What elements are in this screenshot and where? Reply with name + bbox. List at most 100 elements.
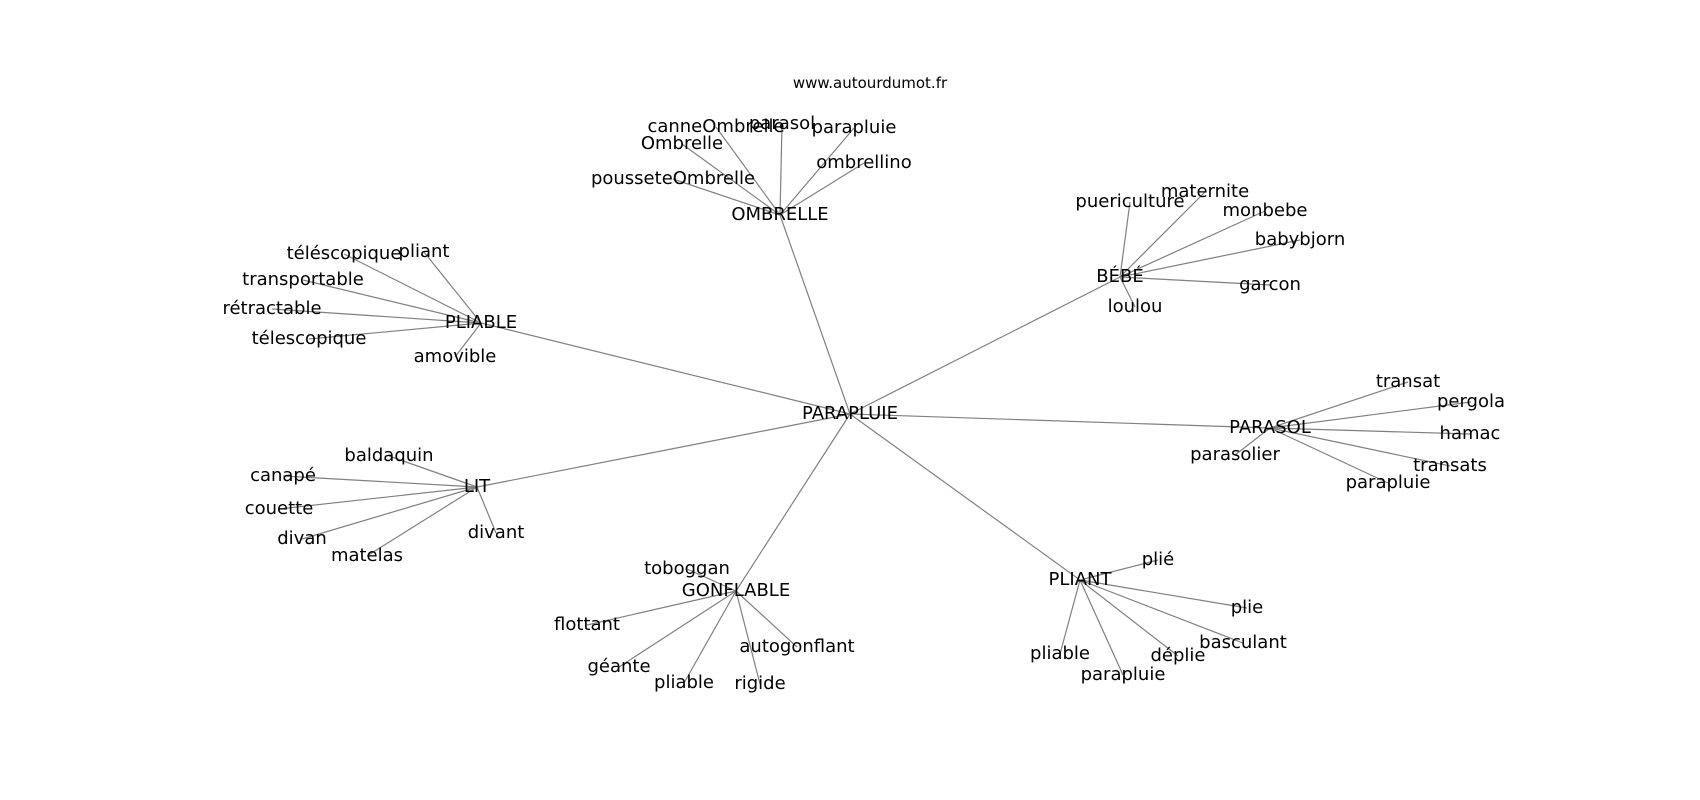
hub-node-label: BÉBÉ: [1096, 265, 1143, 287]
edge-hub-to-leaf: [779, 127, 855, 216]
leaf-node-label: géante: [587, 656, 650, 677]
leaf-node-label: divan: [277, 528, 327, 549]
edge-center-to-hub: [476, 413, 851, 488]
leaf-node-label: pliable: [1030, 643, 1090, 664]
graph-labels: PARAPLUIEOMBRELLEcanneOmbrelleparasolpar…: [222, 113, 1505, 694]
edge-hub-to-leaf: [586, 590, 737, 626]
leaf-node-label: parasol: [749, 113, 815, 134]
edge-hub-to-leaf: [1269, 401, 1472, 429]
edge-hub-to-leaf: [779, 123, 783, 216]
leaf-node-label: transats: [1413, 455, 1487, 476]
leaf-node-label: garcon: [1239, 274, 1301, 295]
edge-hub-to-leaf: [1079, 579, 1179, 657]
edge-hub-to-leaf: [1269, 427, 1471, 435]
edge-center-to-hub: [735, 413, 851, 592]
leaf-node-label: parasolier: [1190, 444, 1280, 465]
graph-edges: [271, 123, 1472, 685]
leaf-node-label: parapluie: [812, 117, 897, 138]
center-node-label: PARAPLUIE: [802, 403, 898, 424]
leaf-node-label: basculant: [1199, 632, 1287, 653]
leaf-node-label: babybjorn: [1255, 229, 1345, 250]
hub-node-label: PLIANT: [1049, 569, 1113, 590]
edge-hub-to-leaf: [366, 486, 478, 557]
edge-hub-to-leaf: [1269, 381, 1409, 429]
edge-hub-to-leaf: [278, 486, 478, 510]
hub-node-label: PLIABLE: [445, 312, 517, 333]
edge-hub-to-leaf: [681, 143, 781, 216]
leaf-node-label: divant: [468, 522, 525, 543]
edge-hub-to-leaf: [1119, 276, 1136, 308]
leaf-node-label: toboggan: [644, 558, 730, 579]
leaf-node-label: transat: [1376, 371, 1440, 392]
leaf-node-label: pergola: [1437, 391, 1505, 412]
edge-hub-to-leaf: [1079, 579, 1248, 609]
edge-hub-to-leaf: [672, 178, 781, 216]
edge-center-to-hub: [480, 322, 851, 415]
hub-node-label: OMBRELLE: [731, 204, 828, 225]
edge-hub-to-leaf: [423, 251, 482, 324]
edge-hub-to-leaf: [1269, 427, 1451, 467]
edge-hub-to-leaf: [683, 590, 737, 684]
leaf-node-label: pliant: [399, 241, 450, 262]
edge-hub-to-leaf: [454, 322, 482, 358]
leaf-node-label: amovible: [414, 346, 497, 367]
edge-hub-to-leaf: [388, 455, 478, 488]
edge-hub-to-leaf: [1234, 427, 1271, 456]
edge-hub-to-leaf: [1079, 579, 1124, 676]
leaf-node-label: plié: [1142, 549, 1175, 570]
leaf-node-label: canneOmbrelle: [647, 116, 784, 137]
leaf-node-label: transportable: [242, 269, 364, 290]
leaf-node-label: autogonflant: [739, 636, 854, 657]
leaf-node-label: déplie: [1150, 645, 1205, 666]
hub-node-label: GONFLABLE: [682, 580, 790, 601]
edge-hub-to-leaf: [1119, 239, 1301, 278]
edge-center-to-hub: [849, 276, 1121, 415]
edge-hub-to-leaf: [1119, 210, 1266, 278]
leaf-node-label: rétractable: [222, 298, 321, 319]
leaf-node-label: maternite: [1161, 181, 1249, 202]
leaf-node-label: monbebe: [1223, 200, 1308, 221]
edge-hub-to-leaf: [476, 486, 497, 534]
edge-hub-to-leaf: [308, 322, 482, 340]
source-label: www.autourdumot.fr: [793, 74, 948, 92]
edge-hub-to-leaf: [1119, 276, 1271, 286]
hub-node-label: LIT: [464, 476, 491, 497]
edge-hub-to-leaf: [1059, 579, 1081, 655]
leaf-node-label: hamac: [1440, 423, 1501, 444]
edge-hub-to-leaf: [686, 568, 737, 592]
edge-hub-to-leaf: [715, 126, 781, 216]
leaf-node-label: baldaquin: [344, 445, 433, 466]
edge-center-to-hub: [779, 214, 851, 415]
edge-hub-to-leaf: [618, 590, 737, 668]
leaf-node-label: Ombrelle: [641, 133, 723, 154]
leaf-node-label: téléscopique: [287, 243, 402, 264]
edge-hub-to-leaf: [302, 279, 482, 324]
leaf-node-label: canapé: [250, 465, 316, 486]
edge-center-to-hub: [849, 413, 1081, 581]
edge-hub-to-leaf: [735, 590, 798, 648]
leaf-node-label: ombrellino: [816, 152, 911, 173]
hub-node-label: PARASOL: [1229, 417, 1311, 438]
leaf-node-label: parapluie: [1081, 664, 1166, 685]
leaf-node-label: pousseteOmbrelle: [591, 168, 755, 189]
edge-hub-to-leaf: [301, 486, 478, 540]
edge-hub-to-leaf: [1269, 427, 1389, 484]
leaf-node-label: couette: [245, 498, 314, 519]
leaf-node-label: rigide: [734, 673, 785, 694]
edge-hub-to-leaf: [1119, 191, 1206, 278]
leaf-node-label: plie: [1231, 597, 1264, 618]
edge-hub-to-leaf: [735, 590, 761, 685]
leaf-node-label: loulou: [1108, 296, 1163, 317]
leaf-node-label: flottant: [554, 614, 620, 635]
leaf-node-label: matelas: [331, 545, 403, 566]
edge-center-to-hub: [849, 413, 1271, 429]
edge-hub-to-leaf: [271, 308, 482, 324]
leaf-node-label: télescopique: [252, 328, 367, 349]
leaf-node-label: pliable: [654, 672, 714, 693]
edge-hub-to-leaf: [343, 253, 482, 324]
edge-hub-to-leaf: [1079, 579, 1244, 644]
edge-hub-to-leaf: [1119, 201, 1131, 278]
edge-hub-to-leaf: [779, 162, 865, 216]
edge-hub-to-leaf: [282, 475, 478, 488]
